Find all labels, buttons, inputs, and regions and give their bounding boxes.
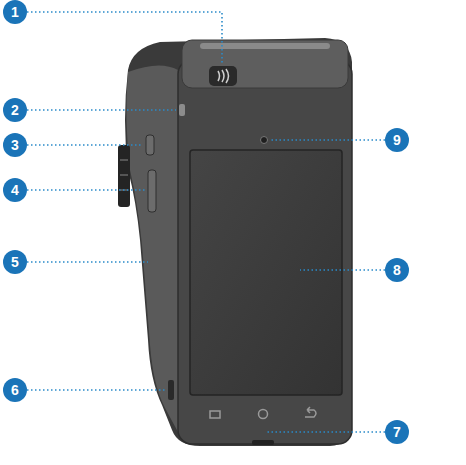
callout-badge: 7 [385, 420, 409, 444]
callout-circles [3, 0, 409, 444]
callout-number: 1 [3, 0, 27, 24]
handle-body [125, 38, 352, 446]
slot-rib [120, 174, 128, 176]
callout-number: 5 [3, 250, 27, 274]
callout-number: 3 [3, 133, 27, 157]
callout-number: 9 [385, 128, 409, 152]
screen [190, 150, 342, 395]
callout-badge: 5 [3, 250, 27, 274]
side-button [146, 135, 154, 155]
callout-number: 2 [3, 98, 27, 122]
handle-side [126, 65, 178, 432]
callout-badge: 3 [3, 133, 27, 157]
menu-key [210, 411, 220, 418]
side-port [168, 380, 174, 400]
callout-number: 8 [385, 258, 409, 282]
slot-rib [120, 159, 128, 161]
nfc-logo [209, 66, 237, 86]
nfc-waves [218, 69, 229, 83]
back-key [305, 407, 316, 417]
callout-badge: 1 [3, 0, 27, 24]
callout-badge: 4 [3, 178, 27, 202]
volume-button [148, 170, 156, 212]
callout-badge: 2 [3, 98, 27, 122]
callout-number: 7 [385, 420, 409, 444]
home-key [259, 410, 268, 419]
bottom-port [252, 440, 274, 445]
callout-number: 4 [3, 178, 27, 202]
callout-number: 6 [3, 378, 27, 402]
callout-badge: 6 [3, 378, 27, 402]
printer-cover [182, 40, 348, 88]
callout-badge: 8 [385, 258, 409, 282]
callout-badge: 9 [385, 128, 409, 152]
front-face [178, 60, 352, 444]
card-slot [118, 145, 130, 207]
leader-lines [27, 12, 385, 432]
indicator [179, 104, 185, 116]
printer-highlight [200, 43, 330, 49]
front-camera [261, 137, 268, 144]
